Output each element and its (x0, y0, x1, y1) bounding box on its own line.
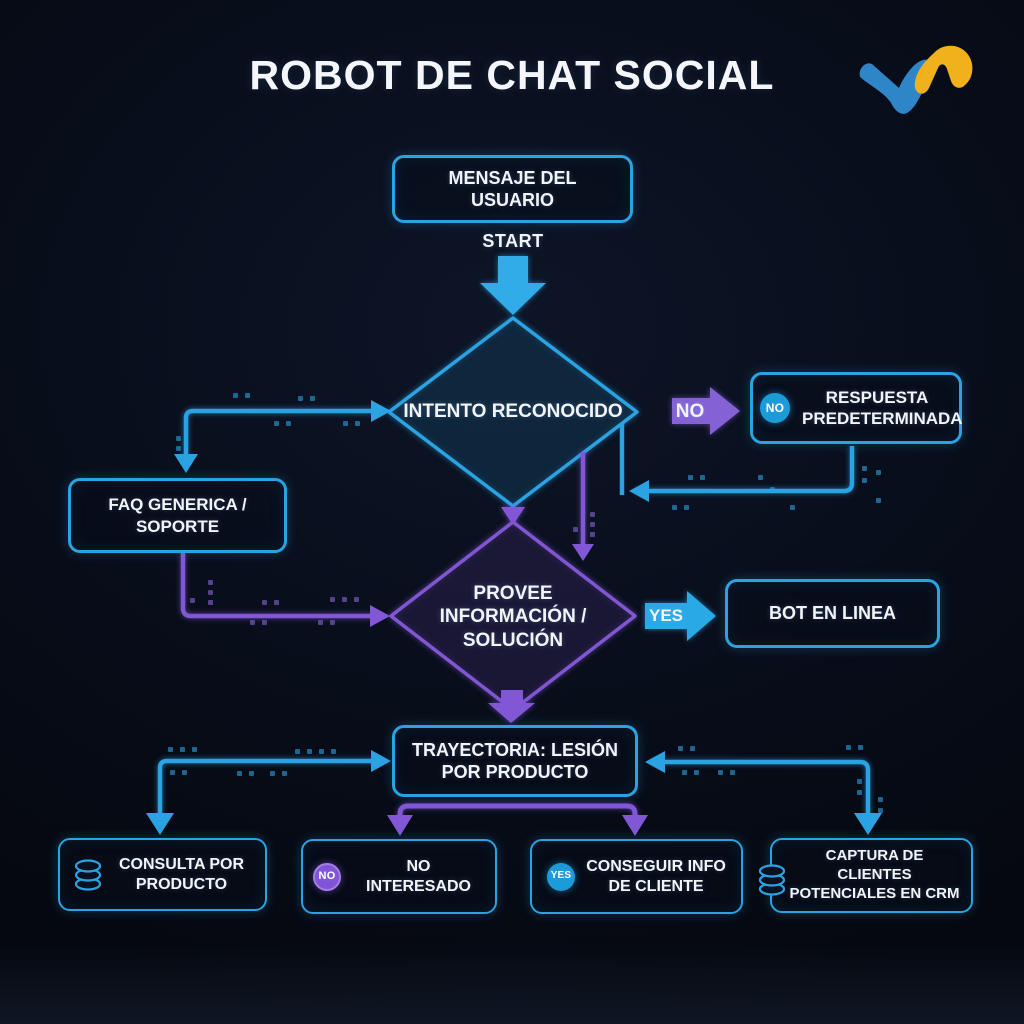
edge-trayectoria-captura (652, 759, 871, 820)
no-badge: NO (313, 862, 341, 891)
yes-arrow (645, 591, 716, 641)
logo-yellow-swoosh (914, 45, 973, 94)
arrowhead-return-left (629, 480, 649, 502)
node-bot-en-linea: BOT EN LINEA (725, 579, 940, 648)
node-label: CAPTURA DE CLIENTES POTENCIALES EN CRM (789, 847, 960, 902)
node-captura-clientes-crm: CAPTURA DE CLIENTES POTENCIALES EN CRM (758, 838, 973, 913)
arrowhead-into-provee-top (501, 507, 525, 525)
node-trayectoria: TRAYECTORIA: LESIÓN POR PRODUCTO (392, 725, 638, 797)
edge-faq-provee (180, 553, 376, 619)
node-intento-label: INTENTO RECONOCIDO (403, 401, 623, 423)
brand-logo (859, 45, 973, 114)
database-icon (74, 858, 101, 891)
database-icon (758, 864, 786, 896)
node-label: CONSEGUIR INFO DE CLIENTE (586, 857, 726, 895)
arrowhead-into-conseguir (622, 815, 648, 836)
node-label: BOT EN LINEA (768, 603, 896, 624)
node-mensaje-del-usuario: MENSAJE DEL USUARIO (392, 155, 633, 223)
edge-no-label: NO (675, 400, 705, 422)
node-label: NO INTERESADO (366, 857, 471, 895)
logo-blue-check (859, 59, 932, 114)
arrowhead-into-trayectoria-right (645, 751, 665, 773)
arrowhead-into-intento (371, 400, 391, 422)
arrowhead-into-faq (174, 454, 198, 473)
node-respuesta-predeterminada: NO RESPUESTA PREDETERMINADA (750, 372, 963, 444)
no-arrow (672, 387, 740, 435)
arrowhead-into-consulta (146, 813, 174, 835)
arrowhead-into-trayectoria (488, 703, 535, 723)
node-conseguir-info-de-cliente: YES CONSEGUIR INFO DE CLIENTE (530, 839, 743, 914)
edge-intento-faq (183, 408, 386, 460)
node-label: MENSAJE DEL USUARIO (448, 167, 577, 211)
arrowhead-into-provee-left (370, 605, 390, 627)
arrowhead-into-trayectoria-left (371, 750, 391, 772)
page-title: ROBOT DE CHAT SOCIAL (249, 52, 775, 98)
node-provee-label: PROVEE INFORMACIÓN / SOLUCIÓN (439, 583, 587, 651)
node-label: TRAYECTORIA: LESIÓN POR PRODUCTO (411, 739, 619, 783)
yes-badge: YES (547, 862, 575, 891)
node-label: RESPUESTA PREDETERMINADA (802, 387, 963, 428)
edge-yes-label: YES (648, 605, 684, 625)
node-label: FAQ GENERICA / SOPORTE (108, 495, 247, 536)
arrowhead-into-no-interesado (387, 815, 413, 836)
start-arrow-icon (480, 256, 546, 315)
no-badge: NO (760, 393, 790, 423)
edge-trayectoria-consulta (157, 758, 384, 820)
edge-provee-trayectoria (501, 690, 523, 704)
node-label: CONSULTA POR PRODUCTO (118, 855, 245, 893)
edge-trayectoria-split (397, 803, 638, 822)
node-consulta-por-producto: CONSULTA POR PRODUCTO (58, 838, 267, 911)
arrowhead-branch (572, 544, 594, 561)
edge-respuesta-return (636, 446, 855, 494)
node-faq-generica-soporte: FAQ GENERICA / SOPORTE (68, 478, 287, 553)
start-label: START (482, 231, 544, 252)
arrowhead-into-captura (854, 813, 882, 835)
node-no-interesado: NO NO INTERESADO (301, 839, 497, 914)
